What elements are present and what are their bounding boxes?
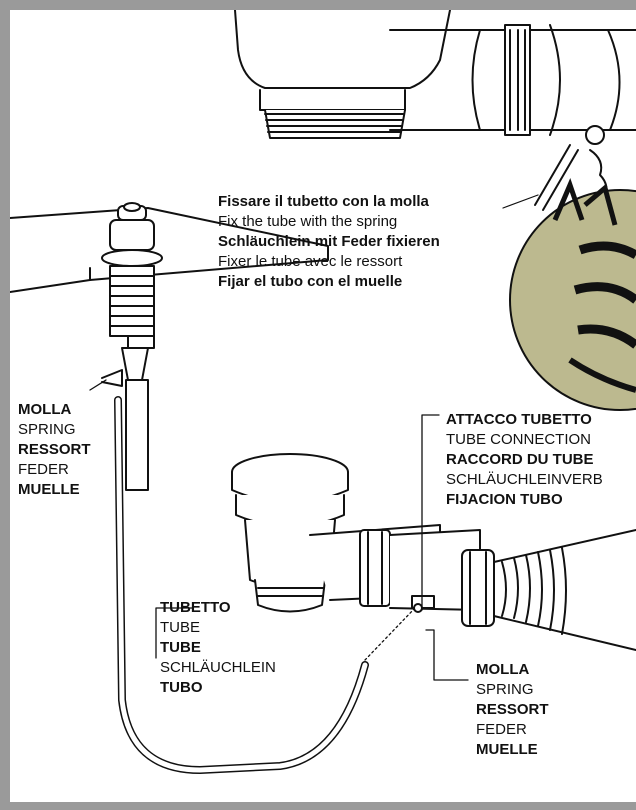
drain-pipe-illustration (234, 10, 636, 211)
label-spring-left-es: MUELLE (18, 481, 80, 498)
label-spring-bottom: MOLLA SPRING RESSORT FEDER MUELLE (476, 660, 549, 760)
label-tube-connection-de: SCHLÄUCHLEINVERB (446, 471, 603, 488)
label-spring-bottom-it: MOLLA (476, 661, 530, 678)
label-spring-bottom-de: FEDER (476, 721, 527, 738)
label-spring-left-de: FEDER (18, 461, 69, 478)
label-tube-es: TUBO (160, 679, 203, 696)
label-tube-connection-es: FIJACION TUBO (446, 491, 563, 508)
label-spring-left-en: SPRING (18, 421, 76, 438)
label-tube-connection-en: TUBE CONNECTION (446, 431, 592, 448)
spring-detail-icon (509, 178, 636, 411)
label-spring-bottom-fr: RESSORT (476, 701, 549, 718)
label-tube-de: SCHLÄUCHLEIN (160, 659, 276, 676)
label-tube-fr: TUBE (160, 639, 201, 656)
label-fix-tube: Fissare il tubetto con la molla Fix the … (218, 192, 440, 292)
waste-drain-illustration (231, 453, 636, 651)
label-tube: TUBETTO TUBE TUBE SCHLÄUCHLEIN TUBO (160, 598, 276, 698)
label-spring-left-fr: RESSORT (18, 441, 91, 458)
label-spring-left: MOLLA SPRING RESSORT FEDER MUELLE (18, 400, 91, 500)
label-fix-tube-en: Fix the tube with the spring (218, 213, 398, 230)
label-spring-bottom-en: SPRING (476, 681, 534, 698)
label-fix-tube-fr: Fixer le tube avec le ressort (218, 253, 403, 270)
label-tube-connection: ATTACCO TUBETTO TUBE CONNECTION RACCORD … (446, 410, 636, 510)
label-fix-tube-it: Fissare il tubetto con la molla (218, 193, 429, 210)
label-tube-en: TUBE (160, 619, 201, 636)
label-tube-it: TUBETTO (160, 599, 231, 616)
pop-up-valve-illustration (101, 202, 163, 491)
label-spring-left-it: MOLLA (18, 401, 72, 418)
installation-diagram (10, 10, 636, 774)
label-fix-tube-de: Schläuchlein mit Feder fixieren (218, 233, 440, 250)
label-spring-bottom-es: MUELLE (476, 741, 538, 758)
label-tube-connection-it: ATTACCO TUBETTO (446, 411, 592, 428)
label-tube-connection-fr: RACCORD DU TUBE (446, 451, 594, 468)
label-fix-tube-es: Fijar el tubo con el muelle (218, 273, 403, 290)
diagram-panel: Fissare il tubetto con la molla Fix the … (10, 10, 636, 802)
